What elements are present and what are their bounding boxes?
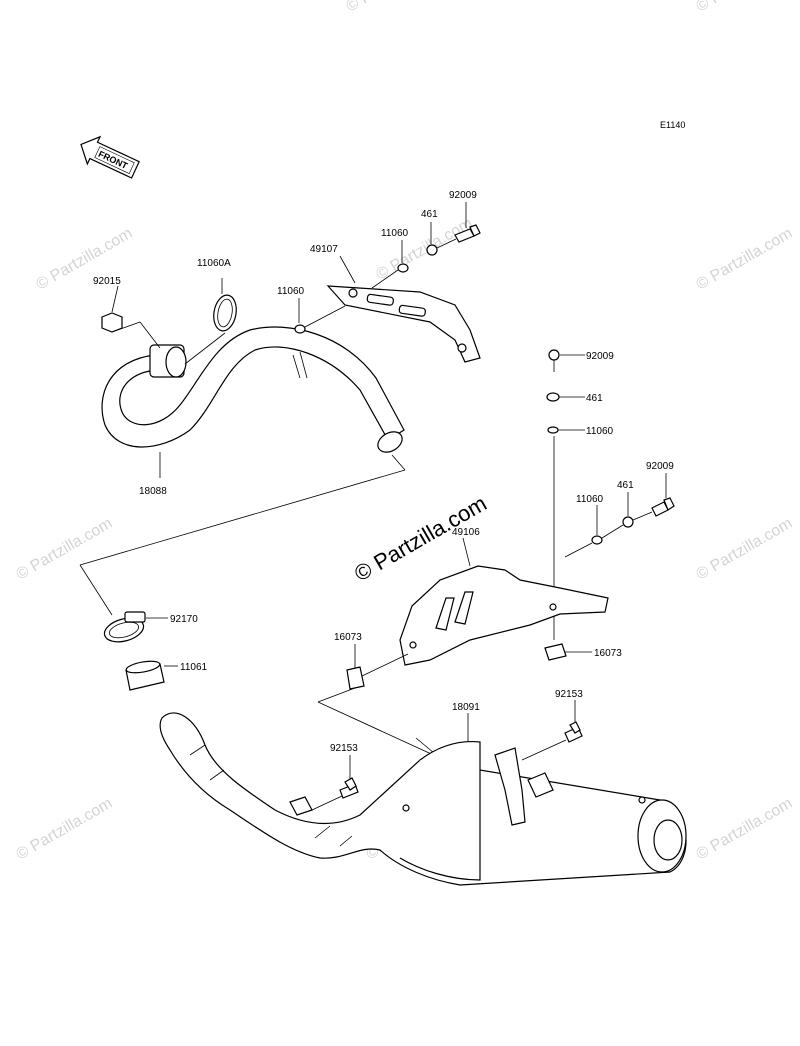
bolt-92009-b[interactable] [548,349,585,372]
bolt-92009-c[interactable] [651,473,675,517]
bolt-92153-b[interactable] [521,700,583,761]
washer-11060-b[interactable] [371,263,409,289]
washer-11060-a[interactable] [294,305,346,334]
clip-16073-b[interactable] [544,643,592,661]
heat-guard-lower[interactable] [399,565,609,666]
label-461[interactable]: 461 [586,393,603,404]
washer-11060-c[interactable] [547,426,585,434]
washer-461-c[interactable] [622,492,653,528]
watermark: © Partzilla.com [694,515,796,584]
label-92009[interactable]: 92009 [646,461,674,472]
bolt-92153-a[interactable] [311,755,359,811]
label-18088[interactable]: 18088 [139,486,167,497]
label-92009[interactable]: 92009 [586,351,614,362]
label-92153[interactable]: 92153 [555,689,583,700]
label-49106[interactable]: 49106 [452,527,480,538]
label-92015[interactable]: 92015 [93,276,121,287]
sleeve-11061[interactable] [125,659,178,691]
watermark: © Partzilla.com [344,0,446,15]
clamp-92170[interactable] [102,611,168,646]
watermark: © Partzilla.com [14,515,116,584]
header-pipe[interactable] [101,326,406,456]
label-16073[interactable]: 16073 [334,632,362,643]
label-11060[interactable]: 11060 [277,286,305,297]
label-18091[interactable]: 18091 [452,702,480,713]
watermark: © Partzilla.com [14,795,116,864]
front-arrow-icon: FRONT [80,135,140,179]
watermark: © Partzilla.com [694,225,796,294]
label-92009[interactable]: 92009 [449,190,477,201]
watermark: © Partzilla.com [374,215,476,284]
washer-461-a[interactable] [426,244,438,256]
washer-461-b[interactable] [546,392,585,402]
label-461[interactable]: 461 [617,480,634,491]
gasket-11060A[interactable] [184,293,239,365]
label-92170[interactable]: 92170 [170,614,198,625]
label-461[interactable]: 461 [421,209,438,220]
diagram-code: E1140 [660,120,685,130]
label-11060[interactable]: 11060 [586,426,614,437]
muffler[interactable] [159,712,687,886]
nut-92015[interactable] [101,312,161,349]
part-labels: 92015 11060A 11060 49107 11060 461 92009… [93,190,674,754]
header-flange[interactable] [149,344,187,378]
label-11061[interactable]: 11061 [180,662,208,673]
washer-11060-d[interactable] [564,505,624,558]
label-16073[interactable]: 16073 [594,648,622,659]
watermark: © Partzilla.com [694,795,796,864]
label-11060[interactable]: 11060 [576,494,604,505]
heat-guard-upper[interactable] [326,285,481,363]
label-11060A[interactable]: 11060A [197,258,231,269]
bolt-92009-a[interactable] [436,224,481,249]
clip-16073-a[interactable] [346,644,409,690]
label-11060[interactable]: 11060 [381,228,409,239]
label-92153[interactable]: 92153 [330,743,358,754]
label-49107[interactable]: 49107 [310,244,338,255]
watermark: © Partzilla.com [694,0,796,15]
